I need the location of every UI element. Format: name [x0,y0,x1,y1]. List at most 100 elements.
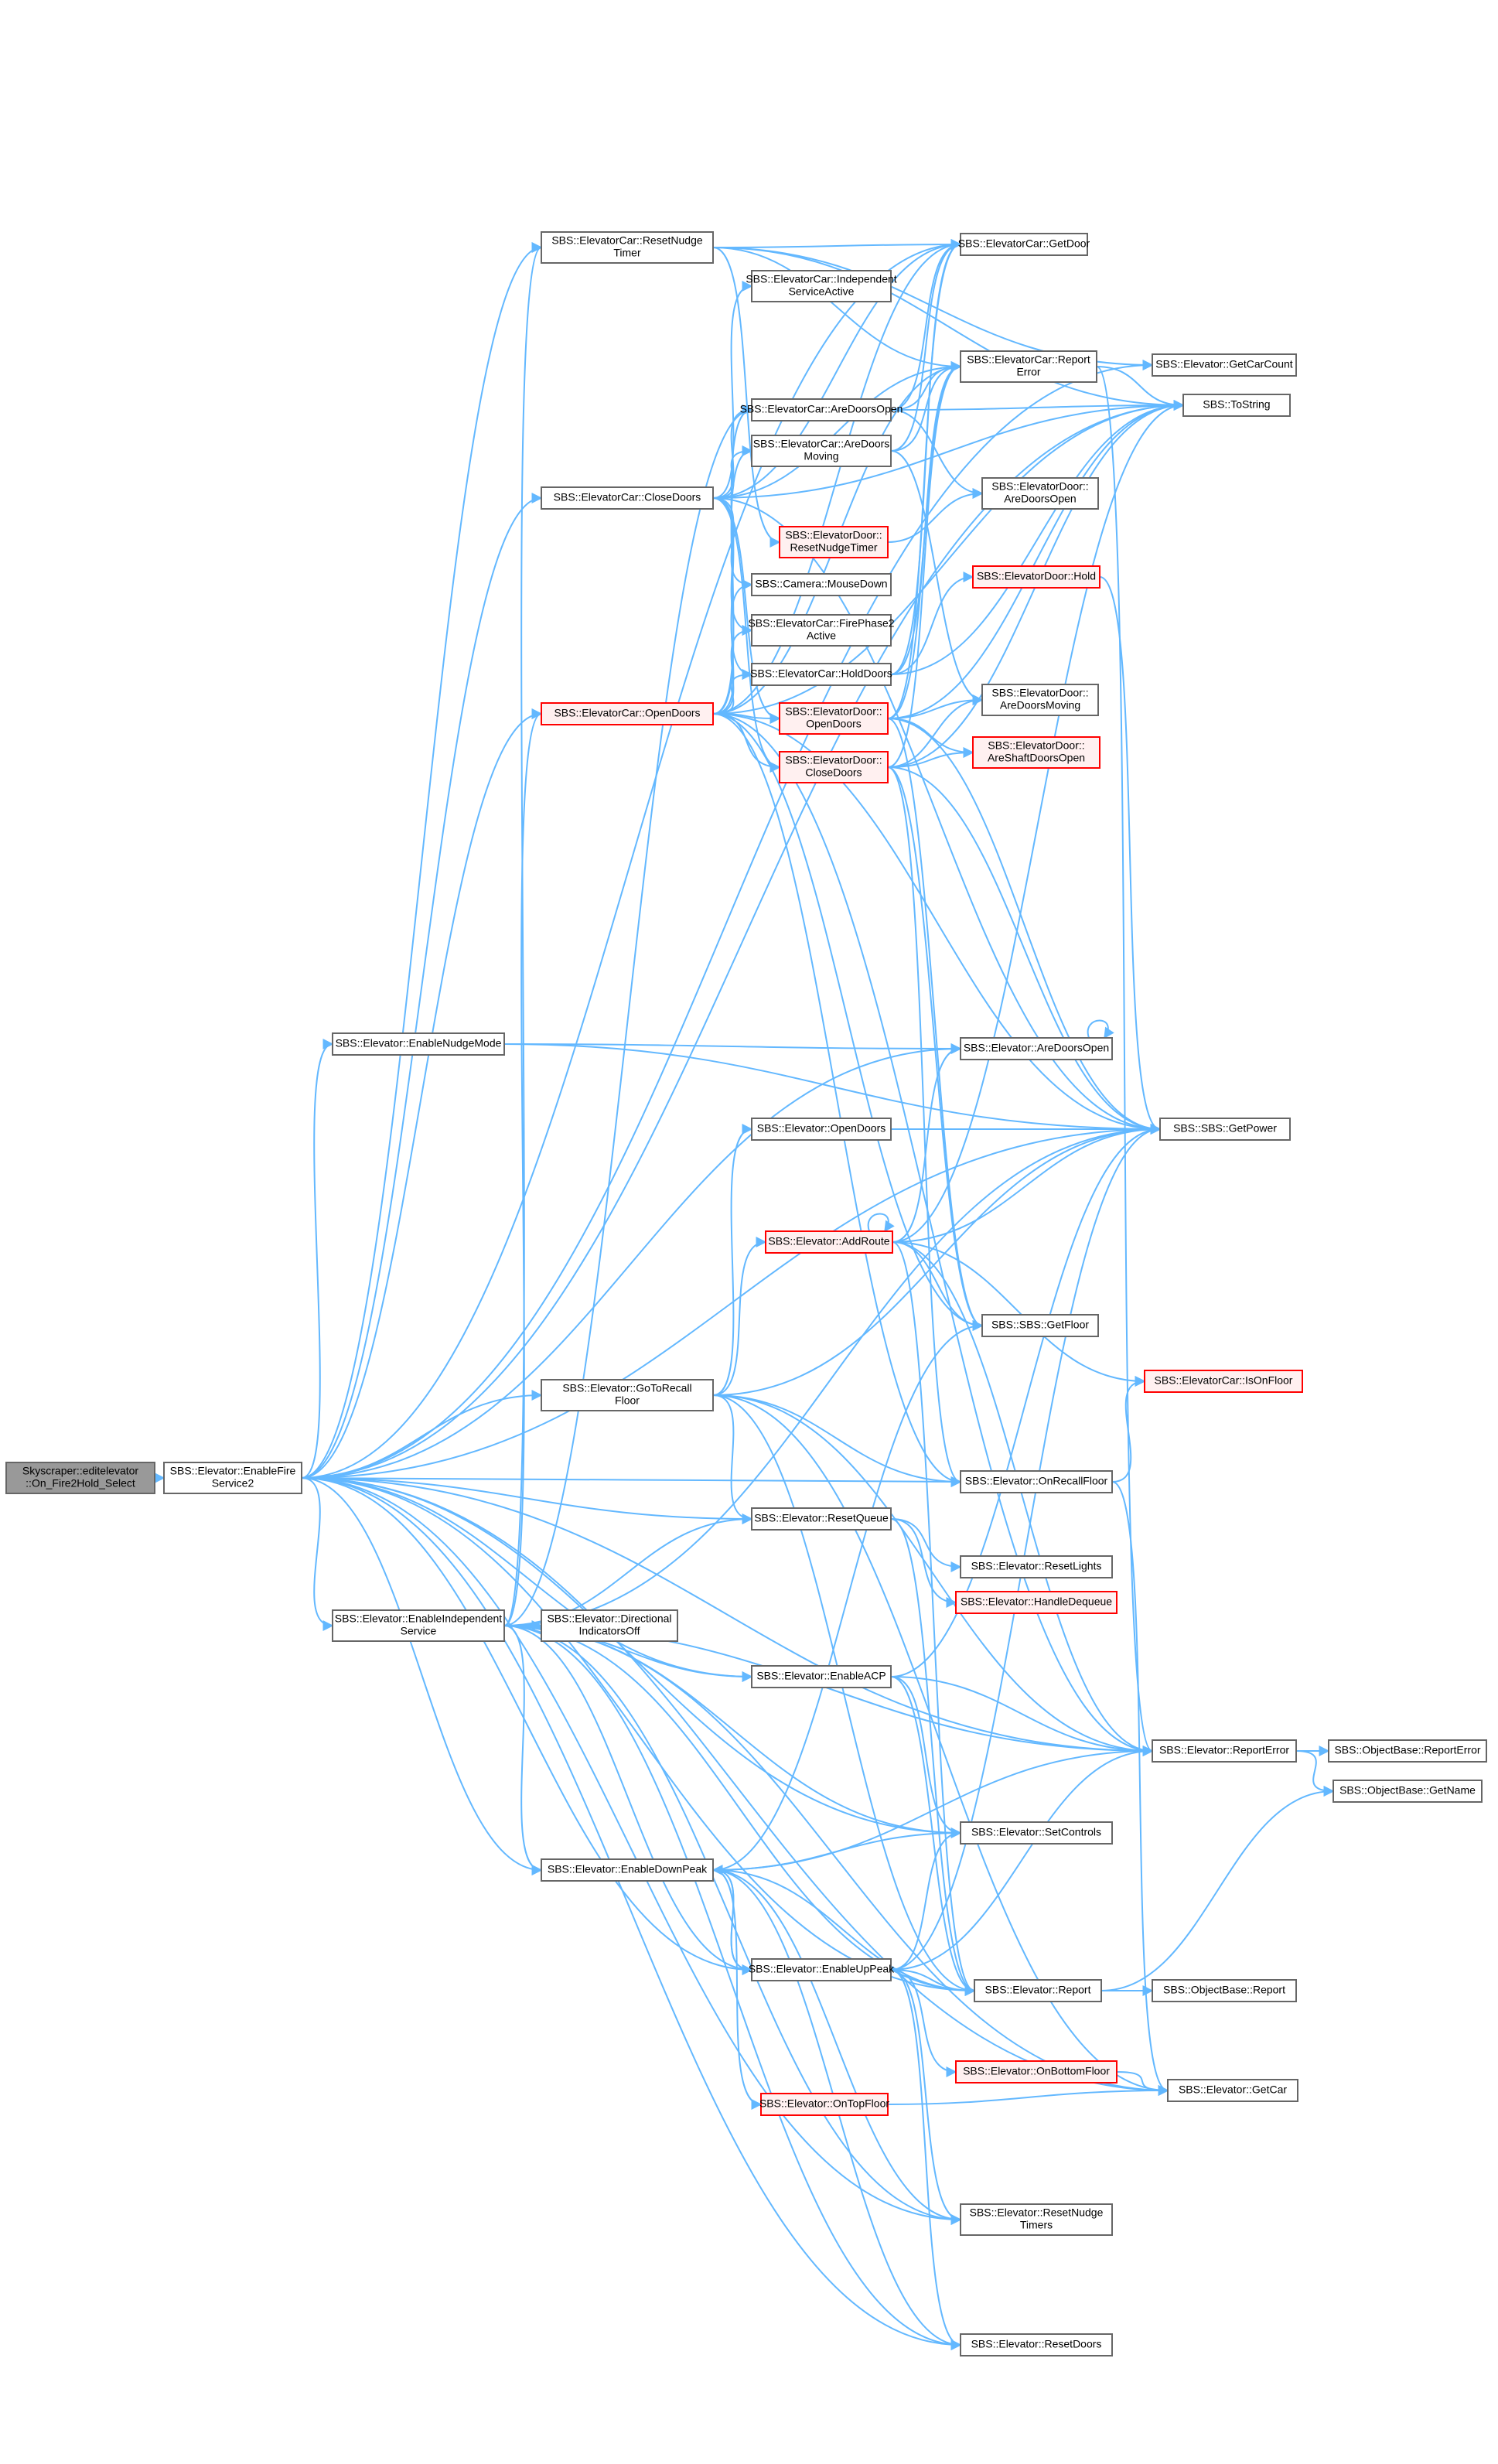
edge-addroute-to-elev_reporterror [892,1241,1154,1756]
edge-efs2-to-rnt [301,242,543,1479]
node-uppeak[interactable]: SBS::Elevator::EnableUpPeak [749,1958,895,1981]
edge-door_hold-to-getpower [1099,576,1162,1135]
node-door_rnt[interactable]: SBS::ElevatorDoor::ResetNudgeTimer [779,526,889,558]
edge-door_open-to-getpower [887,718,1162,1135]
node-box [751,270,892,302]
node-car_moving[interactable]: SBS::ElevatorCar::AreDoorsMoving [751,435,892,467]
node-addroute[interactable]: SBS::Elevator::AddRoute [765,1230,893,1254]
node-closedoors[interactable]: SBS::ElevatorCar::CloseDoors [541,486,714,510]
edge-recall-to-getpower [712,1124,1162,1396]
node-box [332,1032,505,1056]
node-resetlights[interactable]: SBS::Elevator::ResetLights [960,1555,1113,1578]
node-ontop[interactable]: SBS::Elevator::OnTopFloor [759,2093,889,2116]
node-ob_getname[interactable]: SBS::ObjectBase::GetName [1333,1780,1483,1803]
node-door_close[interactable]: SBS::ElevatorDoor::CloseDoors [779,751,889,783]
node-rnt[interactable]: SBS::ElevatorCar::ResetNudgeTimer [541,231,714,264]
node-label: SBS::SBS::GetPower [1173,1122,1277,1135]
node-box [1152,353,1297,377]
node-holddoors[interactable]: SBS::ElevatorCar::HoldDoors [750,663,892,686]
node-elev_reporterror[interactable]: SBS::Elevator::ReportError [1152,1739,1297,1763]
node-box [751,1118,892,1141]
edge-door_close-to-door_moving [887,694,984,768]
node-handledequeue[interactable]: SBS::Elevator::HandleDequeue [955,1591,1118,1614]
node-indepactive[interactable]: SBS::ElevatorCar::IndependentServiceActi… [746,270,897,302]
edge-uppeak-to-report [890,1969,976,1996]
node-layer: Skyscraper::editelevator::On_Fire2Hold_S… [5,231,1487,2356]
node-report[interactable]: SBS::Elevator::Report [974,1979,1102,2002]
edge-report-to-ob_getname [1100,1786,1335,1991]
node-getfloor[interactable]: SBS::SBS::GetFloor [981,1314,1099,1337]
node-box [751,573,892,596]
edge-door_open-to-car_reporterror [887,361,962,719]
node-onbottom[interactable]: SBS::Elevator::OnBottomFloor [955,2060,1118,2083]
node-label: SBS::ElevatorDoor:: [785,529,882,541]
edge-resetqueue-to-resetlights [890,1518,962,1572]
node-nudge[interactable]: SBS::Elevator::EnableNudgeMode [332,1032,505,1056]
node-label: Moving [804,450,838,462]
node-box [751,663,892,686]
edge-onbottom-to-getcar [1116,2071,1169,2096]
node-getdoor[interactable]: SBS::ElevatorCar::GetDoor [958,233,1090,256]
node-car_areopen[interactable]: SBS::ElevatorCar::AreDoorsOpen [740,398,903,421]
edge-door_open-to-getdoor [887,239,962,719]
node-door_open[interactable]: SBS::ElevatorDoor::OpenDoors [779,702,889,735]
node-label: Active [807,630,836,642]
node-box [960,1470,1113,1493]
node-root[interactable]: Skyscraper::editelevator::On_Fire2Hold_S… [5,1462,155,1494]
node-elev_opendoors[interactable]: SBS::Elevator::OpenDoors [751,1118,892,1141]
edge-rnt-to-tostring [712,247,1185,411]
node-getcar[interactable]: SBS::Elevator::GetCar [1167,2079,1298,2102]
node-box [163,1462,302,1494]
node-label: SBS::Elevator::Report [985,1984,1091,1996]
node-tostring[interactable]: SBS::ToString [1182,394,1291,417]
node-door_areopen[interactable]: SBS::ElevatorDoor::AreDoorsOpen [981,477,1099,510]
edge-efs2-to-opendoors [301,708,543,1479]
edge-ontop-to-getcar [887,2085,1169,2105]
edge-recall-to-elev_reporterror [712,1394,1154,1756]
node-elev_areopen[interactable]: SBS::Elevator::AreDoorsOpen [960,1037,1113,1060]
node-acp[interactable]: SBS::Elevator::EnableACP [751,1665,892,1688]
node-label: CloseDoors [805,766,862,779]
node-getpower[interactable]: SBS::SBS::GetPower [1159,1118,1291,1141]
node-label: SBS::Elevator::GetCar [1179,2083,1287,2096]
node-door_hold[interactable]: SBS::ElevatorDoor::Hold [972,565,1100,589]
node-label: SBS::ElevatorCar::GetDoor [958,237,1090,250]
node-box [960,2333,1113,2356]
node-opendoors[interactable]: SBS::ElevatorCar::OpenDoors [541,702,714,725]
node-car_reporterror[interactable]: SBS::ElevatorCar::ReportError [960,350,1097,383]
node-mousedown[interactable]: SBS::Camera::MouseDown [751,573,892,596]
node-label: SBS::ElevatorCar::AreDoorsOpen [740,403,903,415]
node-label: SBS::ElevatorCar::IsOnFloor [1155,1374,1293,1387]
node-ob_reporterror[interactable]: SBS::ObjectBase::ReportError [1328,1739,1487,1763]
node-downpeak[interactable]: SBS::Elevator::EnableDownPeak [541,1858,714,1882]
node-ob_report[interactable]: SBS::ObjectBase::Report [1152,1979,1297,2002]
node-box [981,477,1099,510]
node-box [751,398,892,421]
node-resetqueue[interactable]: SBS::Elevator::ResetQueue [751,1507,892,1531]
node-box [332,1609,505,1642]
node-door_shaft[interactable]: SBS::ElevatorDoor::AreShaftDoorsOpen [972,736,1100,769]
node-label: SBS::Elevator::AddRoute [768,1235,889,1247]
node-label: AreShaftDoorsOpen [988,752,1085,764]
node-label: SBS::ElevatorCar::ResetNudge [551,234,703,247]
edge-car_moving-to-car_reporterror [890,361,962,452]
node-setcontrols[interactable]: SBS::Elevator::SetControls [960,1821,1113,1845]
edge-recall-to-getcar [712,1394,1169,2096]
edge-uppeak-to-onbottom [890,1969,957,2077]
node-resetdoors[interactable]: SBS::Elevator::ResetDoors [960,2333,1113,2356]
node-box [751,1958,892,1981]
edge-onrecall-to-getcar [1111,1481,1169,2096]
node-door_moving[interactable]: SBS::ElevatorDoor::AreDoorsMoving [981,684,1099,716]
node-label: SBS::ElevatorCar::FirePhase2 [748,617,894,630]
node-isonfloor[interactable]: SBS::ElevatorCar::IsOnFloor [1144,1370,1303,1393]
node-getcarcount[interactable]: SBS::Elevator::GetCarCount [1152,353,1297,377]
node-onrecall[interactable]: SBS::Elevator::OnRecallFloor [960,1470,1113,1493]
node-label: SBS::Camera::MouseDown [755,578,887,590]
node-box [5,1462,155,1494]
